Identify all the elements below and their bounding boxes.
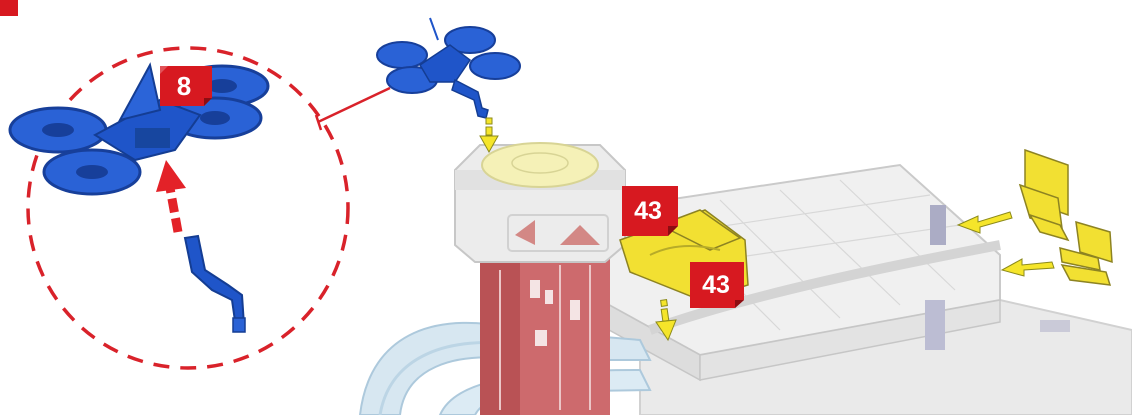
- drone-body-large: [10, 65, 268, 194]
- callout-badge-43-top: 43: [622, 186, 678, 236]
- callout-leader-line: [318, 88, 390, 122]
- callout-number-8: 8: [177, 71, 191, 101]
- arrow-left-flag: [1002, 259, 1054, 276]
- callout-number-43-top: 43: [634, 197, 662, 225]
- callout-number-43-bottom: 43: [702, 271, 730, 299]
- drone-assembled-small: [377, 18, 520, 118]
- callout-badge-43-bottom: 43: [690, 262, 744, 308]
- red-up-arrow: [156, 160, 186, 232]
- drone-leg-part: [185, 236, 245, 332]
- corner-step-marker: [0, 0, 18, 16]
- callout-badge-8: 8: [160, 66, 212, 106]
- yellow-flag-part: [1060, 222, 1112, 285]
- yellow-sign-part: [1020, 150, 1068, 240]
